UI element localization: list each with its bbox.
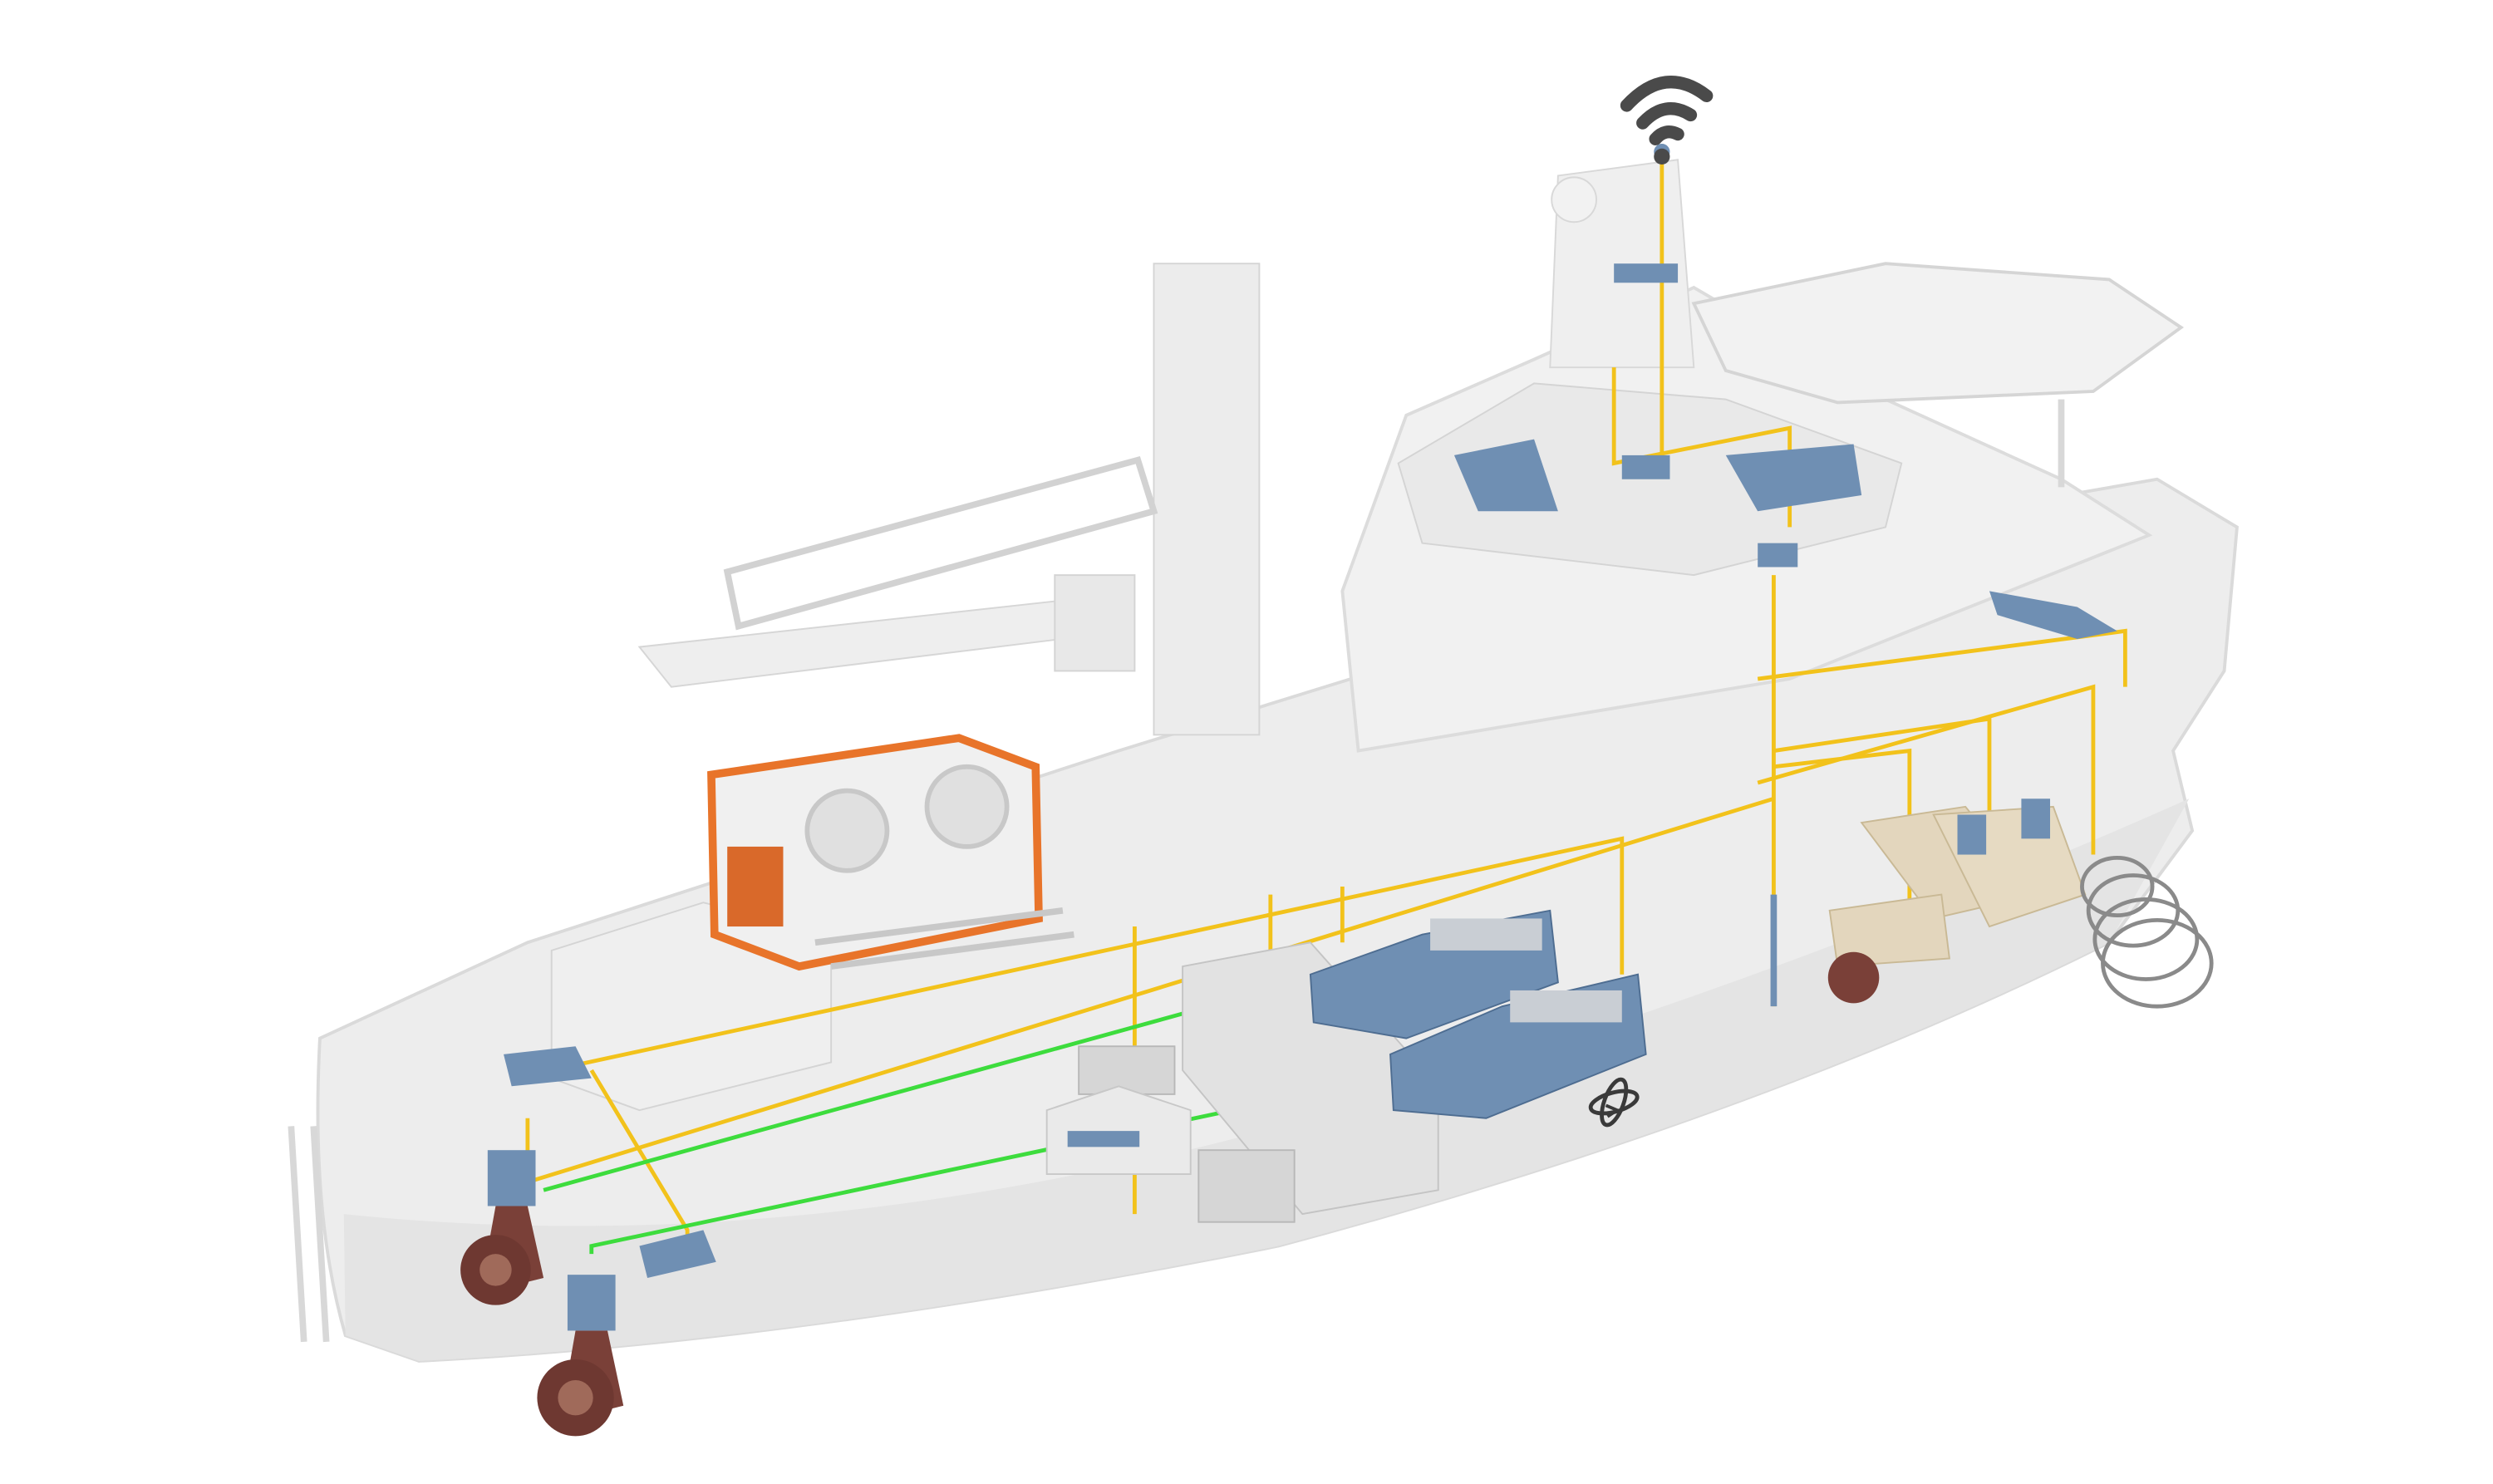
winch-drum — [804, 788, 890, 873]
rotation-360-icon — [1588, 1077, 1640, 1128]
switchboard-cabinet — [1078, 1045, 1176, 1095]
bow-winch — [1989, 591, 2117, 639]
bridge-consoles — [1453, 144, 1862, 568]
coil-icon — [2080, 855, 2214, 1009]
helideck — [1691, 262, 2185, 405]
azimuth-thruster — [460, 1150, 544, 1305]
winch-unit — [727, 846, 784, 927]
bow-tunnel-thrusters — [1827, 799, 2087, 1004]
azimuth-thruster — [537, 1275, 624, 1437]
crane-tower — [1153, 263, 1261, 736]
hull-shading — [343, 799, 2190, 1361]
radome — [1551, 176, 1597, 224]
winch-drum — [924, 764, 1010, 849]
crane-house — [1054, 574, 1136, 672]
control-room — [1045, 1085, 1192, 1175]
switchboard-room — [1182, 941, 1439, 1216]
engine-top — [1510, 990, 1622, 1023]
winch-rails — [814, 907, 1074, 970]
control-console — [1067, 1131, 1140, 1147]
stern-winches — [504, 1046, 716, 1278]
stern-ladder — [288, 1126, 330, 1343]
switchboard-cabinet — [1197, 1149, 1296, 1223]
crane-boom — [723, 455, 1158, 631]
wifi-icon — [1620, 75, 1714, 165]
crane-arm — [637, 593, 1128, 688]
engine-top — [1430, 918, 1542, 951]
